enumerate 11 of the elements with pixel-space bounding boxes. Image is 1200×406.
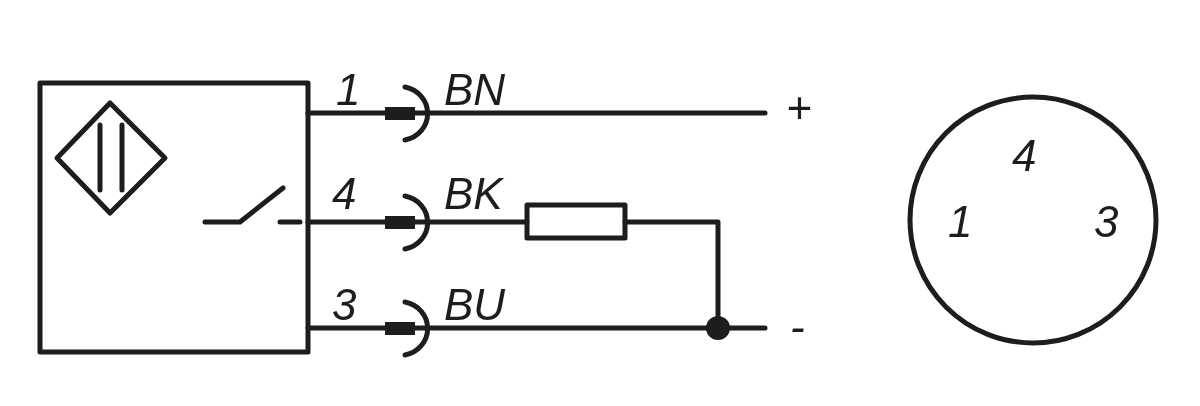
wire-color-code: BU xyxy=(444,283,506,327)
pin-number: 1 xyxy=(948,200,973,244)
wire-color-code: BN xyxy=(444,68,506,112)
pin-number: 3 xyxy=(332,283,357,327)
wire-color-code: BK xyxy=(444,172,503,216)
polarity-sign: - xyxy=(790,305,805,349)
pin-number: 4 xyxy=(332,172,357,216)
pin-number: 1 xyxy=(336,68,361,112)
polarity-sign: + xyxy=(786,86,812,130)
pin-number: 4 xyxy=(1012,134,1037,178)
pin-number: 3 xyxy=(1094,200,1119,244)
